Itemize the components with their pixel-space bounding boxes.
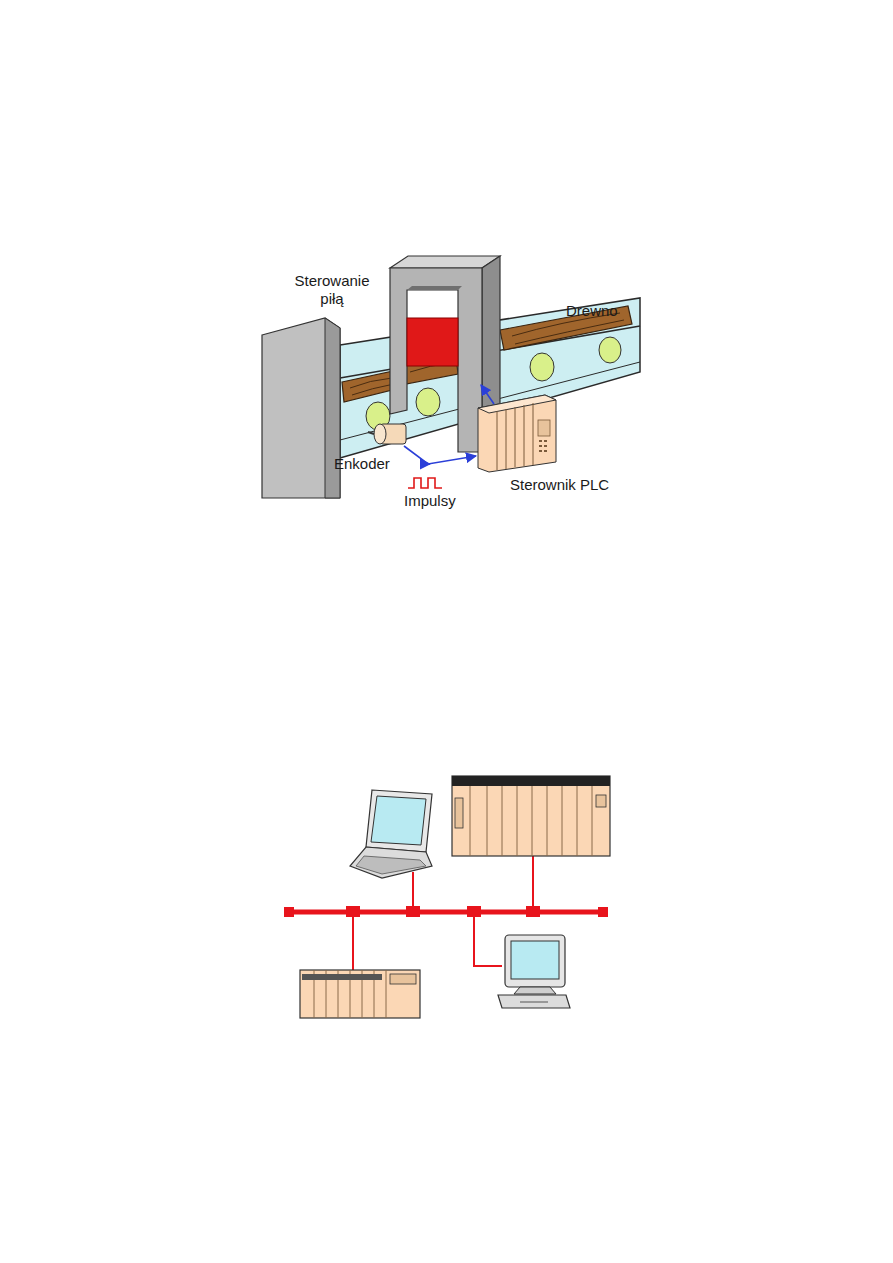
part-label: Drewno bbox=[566, 302, 646, 320]
part-label: Impulsy bbox=[404, 492, 494, 510]
part-label: Sterownik PLC bbox=[510, 476, 650, 494]
part-label: Sterowanie piłą bbox=[283, 272, 381, 308]
part-label: Enkoder bbox=[334, 455, 414, 473]
